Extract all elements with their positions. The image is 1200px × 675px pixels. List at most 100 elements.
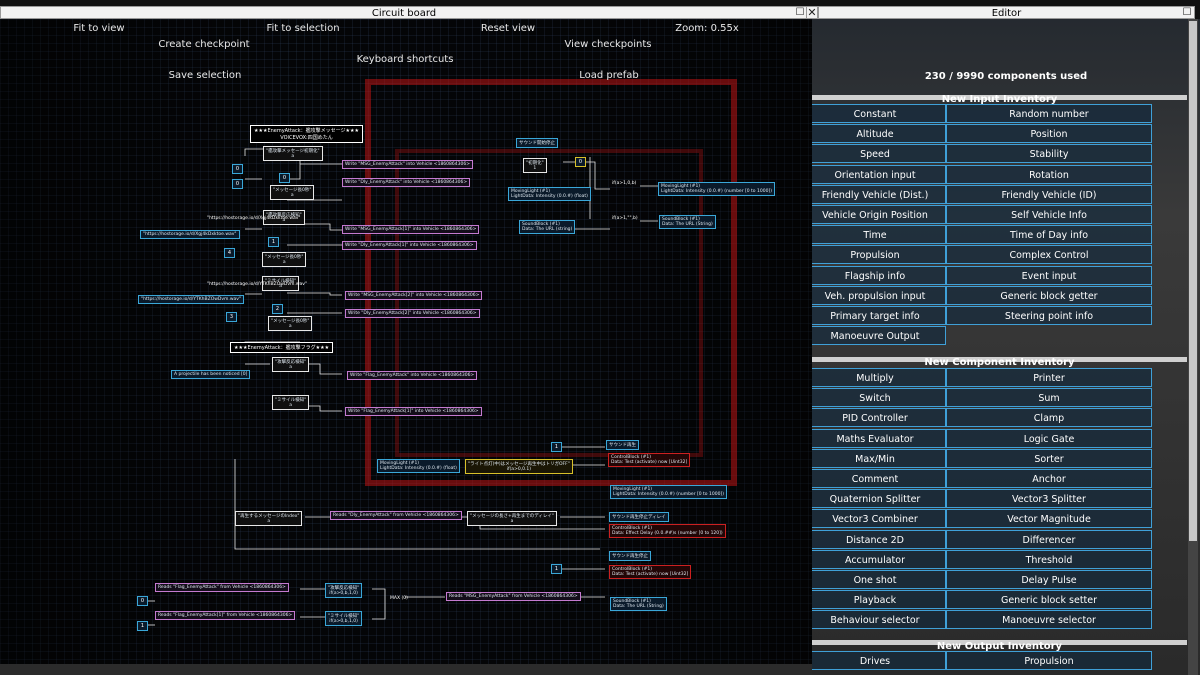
- write-node[interactable]: Write "MSG_EnemyAttack[2]" into Vehicle …: [345, 291, 483, 300]
- inventory-item[interactable]: Constant: [812, 104, 946, 123]
- inventory-item[interactable]: Generic block setter: [946, 590, 1152, 610]
- inventory-item[interactable]: Distance 2D: [812, 529, 946, 549]
- inventory-item[interactable]: PID Controller: [812, 408, 946, 428]
- inventory-item[interactable]: Playback: [812, 590, 946, 610]
- inventory-item[interactable]: Time of Day info: [946, 225, 1152, 245]
- inventory-item[interactable]: Vehicle Origin Position: [812, 205, 946, 224]
- fit-selection-button[interactable]: Fit to selection: [266, 23, 340, 34]
- inventory-item[interactable]: Switch: [812, 388, 946, 408]
- editor-scrollbar-thumb[interactable]: [1189, 21, 1197, 541]
- constant-node[interactable]: "初期化"1: [523, 158, 547, 173]
- block-node[interactable]: MovingLight (#1)LightData: Intensity (0.…: [377, 459, 460, 473]
- expression-node[interactable]: "ミサイル検知"if(a>0,b,1,0): [325, 611, 363, 626]
- inventory-item[interactable]: Random number: [946, 104, 1152, 123]
- inventory-item[interactable]: Comment: [812, 469, 946, 488]
- inventory-item[interactable]: Friendly Vehicle (ID): [946, 184, 1152, 204]
- inventory-item[interactable]: Veh. propulsion input: [812, 285, 946, 305]
- constant-node[interactable]: "メッセージ長0秒"a: [270, 185, 315, 200]
- inventory-item[interactable]: Max/Min: [812, 448, 946, 468]
- read-node[interactable]: Reads "Dly_EnemyAttack" from Vehicle <18…: [330, 511, 462, 520]
- fit-view-button[interactable]: Fit to view: [73, 23, 125, 34]
- inventory-item[interactable]: Differencer: [946, 529, 1152, 549]
- inventory-item[interactable]: Printer: [946, 368, 1152, 387]
- inventory-item[interactable]: Drives: [812, 651, 946, 670]
- control-block-node[interactable]: ControlBlock (#1)Data: Test (activate) n…: [608, 453, 691, 467]
- comment-node[interactable]: サウンド開始停止: [516, 138, 558, 148]
- constant-node[interactable]: "ミサイル検知"a: [272, 395, 310, 410]
- inventory-item[interactable]: Orientation input: [812, 164, 946, 184]
- reset-view-button[interactable]: Reset view: [480, 23, 536, 34]
- inventory-item[interactable]: Stability: [946, 144, 1152, 164]
- write-node[interactable]: Write "MSG_EnemyAttack" into Vehicle <18…: [342, 160, 473, 169]
- number-node[interactable]: 1: [137, 621, 148, 631]
- close-icon[interactable]: ✕: [806, 6, 818, 19]
- inventory-item[interactable]: Anchor: [946, 469, 1152, 488]
- read-node[interactable]: Reads "Flag_EnemyAttack" from Vehicle <1…: [155, 583, 289, 592]
- write-node[interactable]: Write "Dly_EnemyAttack[2]" into Vehicle …: [345, 309, 480, 318]
- block-node[interactable]: SoundBlock (#1)Data: The URL (String): [659, 215, 716, 229]
- inventory-item[interactable]: Steering point info: [946, 306, 1152, 325]
- inventory-item[interactable]: Vector3 Splitter: [946, 489, 1152, 509]
- inventory-item[interactable]: Manoeuvre selector: [946, 610, 1152, 630]
- keyboard-shortcuts-button[interactable]: Keyboard shortcuts: [356, 54, 454, 65]
- read-node[interactable]: Reads "Flag_EnemyAttack[1]" from Vehicle…: [155, 611, 296, 620]
- inventory-item[interactable]: Flagship info: [812, 265, 946, 285]
- write-node[interactable]: Write "MSG_EnemyAttack[1]" into Vehicle …: [342, 225, 480, 234]
- maximize-icon[interactable]: ☐: [1182, 7, 1192, 18]
- inventory-item[interactable]: Propulsion: [812, 245, 946, 265]
- comment-node[interactable]: サウンド再生停止: [609, 551, 651, 561]
- create-checkpoint-button[interactable]: Create checkpoint: [158, 39, 250, 50]
- constant-node[interactable]: "艦攻撃反応検知"a: [263, 210, 305, 225]
- inventory-item[interactable]: Clamp: [946, 408, 1152, 428]
- expression-node[interactable]: "ライト点灯(中)はメッセージ再生中はトリガOFF"if(a>0,0.1): [465, 459, 573, 474]
- constant-node[interactable]: "メッセージの長さ+再生までのディレイ"a: [467, 511, 558, 526]
- constant-node[interactable]: "ミサイル検知"a: [262, 276, 300, 291]
- inventory-item[interactable]: Logic Gate: [946, 428, 1152, 448]
- inventory-item[interactable]: Event input: [946, 265, 1152, 285]
- inventory-item[interactable]: Position: [946, 124, 1152, 144]
- inventory-item[interactable]: Threshold: [946, 549, 1152, 569]
- inventory-item[interactable]: Manoeuvre Output: [812, 326, 946, 346]
- inventory-item[interactable]: Rotation: [946, 164, 1152, 184]
- block-node[interactable]: SoundBlock (#1)Data: The URL (String): [610, 597, 667, 611]
- comment-header[interactable]: ★★★EnemyAttack：艦攻撃メッセージ★★★VOICEVOX:四国めたん: [250, 125, 363, 143]
- inventory-item[interactable]: Propulsion: [946, 651, 1152, 670]
- inventory-item[interactable]: Maths Evaluator: [812, 428, 946, 448]
- number-node[interactable]: 2: [272, 304, 283, 314]
- block-node[interactable]: SoundBlock (#1)Data: The URL (string): [519, 220, 576, 234]
- inventory-item[interactable]: Multiply: [812, 368, 946, 387]
- constant-node[interactable]: A projectile has been noticed [0]: [171, 370, 251, 379]
- number-node[interactable]: 1: [551, 442, 562, 452]
- write-node[interactable]: Write "Flag_EnemyAttack[1]" into Vehicle…: [345, 407, 482, 416]
- inventory-item[interactable]: Behaviour selector: [812, 610, 946, 630]
- number-node[interactable]: 0: [279, 173, 290, 183]
- control-block-node[interactable]: ControlBlock (#1)Data: Test (activate) n…: [609, 565, 692, 579]
- write-node[interactable]: Write "Dly_EnemyAttack" into Vehicle <18…: [342, 178, 471, 187]
- constant-node[interactable]: "https://hostorage.io/d/YTKhBZOwDvm.wav": [138, 295, 245, 304]
- view-checkpoints-button[interactable]: View checkpoints: [564, 39, 652, 50]
- write-node[interactable]: Write "Flag_EnemyAttack" into Vehicle <1…: [347, 371, 478, 380]
- inventory-item[interactable]: Generic block getter: [946, 285, 1152, 305]
- comment-node[interactable]: サウンド再生: [606, 440, 639, 450]
- control-block-node[interactable]: ControlBlock (#1)Data: Effect Delay (0.0…: [609, 524, 726, 538]
- inventory-item[interactable]: Self Vehicle Info: [946, 205, 1152, 224]
- inventory-item[interactable]: Delay Pulse: [946, 570, 1152, 589]
- inventory-item[interactable]: Time: [812, 225, 946, 245]
- block-node[interactable]: MovingLight (#1)LightData: Intensity (0.…: [610, 485, 727, 499]
- constant-node[interactable]: "攻撃反応検知"a: [272, 357, 310, 372]
- number-node[interactable]: 4: [224, 248, 235, 258]
- inventory-item[interactable]: Complex Control: [946, 245, 1152, 265]
- comment-header[interactable]: ★★★EnemyAttack：艦攻撃フラグ★★★: [230, 342, 334, 353]
- inventory-item[interactable]: Quaternion Splitter: [812, 489, 946, 509]
- block-node[interactable]: MovingLight (#1)LightData: Intensity (0.…: [508, 187, 591, 201]
- inventory-item[interactable]: Vector Magnitude: [946, 509, 1152, 529]
- inventory-item[interactable]: Speed: [812, 144, 946, 164]
- circuit-board-canvas[interactable]: Fit to view Fit to selection Reset view …: [0, 19, 812, 664]
- read-node[interactable]: Reads "MSG_EnemyAttack" from Vehicle <18…: [446, 592, 581, 601]
- constant-node[interactable]: "メッセージ長0秒"a: [268, 316, 313, 331]
- number-node[interactable]: 3: [226, 312, 237, 322]
- number-node[interactable]: 1: [268, 237, 279, 247]
- expression-node[interactable]: "攻撃反応検知"if(a>0,b,1,0): [325, 583, 363, 598]
- comment-node[interactable]: サウンド再生停止ディレイ: [609, 512, 669, 522]
- number-node[interactable]: 0: [575, 157, 586, 167]
